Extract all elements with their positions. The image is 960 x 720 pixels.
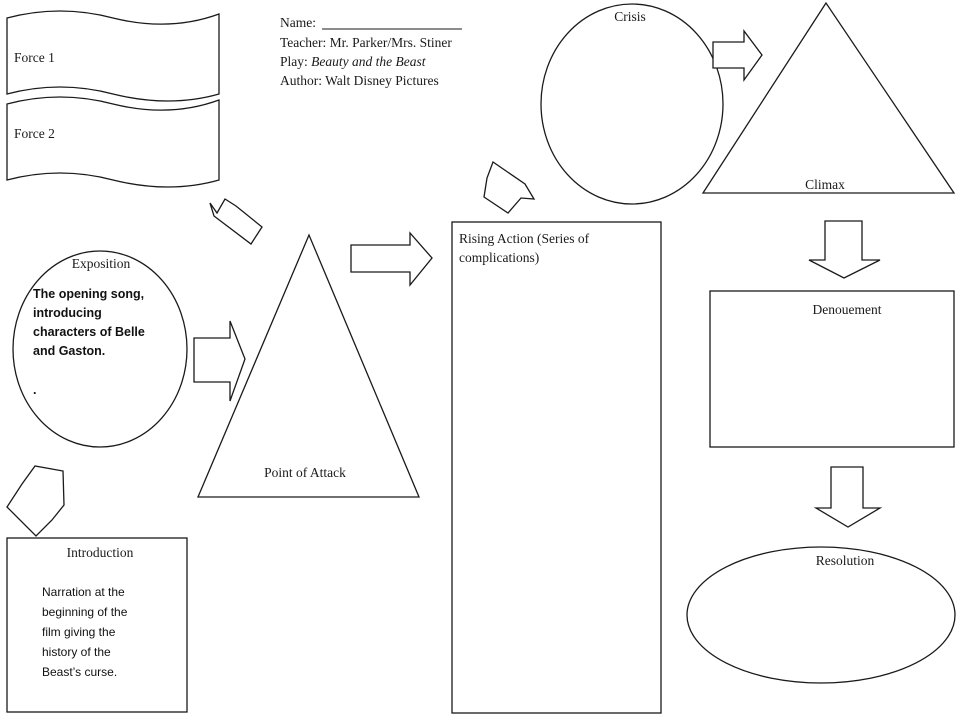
- resolution-label: Resolution: [816, 553, 875, 568]
- introduction-text-line: Beast’s curse.: [42, 665, 117, 679]
- teacher-line: Teacher: Mr. Parker/Mrs. Stiner: [280, 35, 452, 50]
- force-2-label: Force 2: [14, 126, 55, 141]
- denouement-label: Denouement: [813, 302, 882, 317]
- rising-action-box: Rising Action (Series of complications): [451, 221, 662, 714]
- rising-action-label-line: complications): [459, 250, 539, 265]
- introduction-label: Introduction: [67, 545, 134, 560]
- rising-action-label-line: Rising Action (Series of: [459, 231, 590, 246]
- climax-label: Climax: [805, 177, 845, 192]
- arrow-right-icon: [350, 231, 433, 287]
- introduction-text-line: beginning of the: [42, 605, 128, 619]
- crisis-label: Crisis: [614, 9, 646, 24]
- name-label: Name:: [280, 15, 316, 30]
- arrow-up-left-icon: [209, 198, 263, 245]
- point-of-attack-node: Point of Attack: [197, 233, 420, 498]
- crisis-node: Crisis: [540, 3, 724, 205]
- play-line: Play: Beauty and the Beast: [280, 54, 427, 69]
- exposition-text-line: introducing: [33, 306, 102, 320]
- exposition-label: Exposition: [72, 256, 131, 271]
- exposition-text-line: The opening song,: [33, 287, 144, 301]
- arrow-up-right-icon: [483, 160, 536, 214]
- arrow-down-icon: [808, 220, 881, 279]
- author-line: Author: Walt Disney Pictures: [280, 73, 439, 88]
- arrow-up-right-icon: [6, 465, 65, 537]
- header-info: Name: Teacher: Mr. Parker/Mrs. Stiner Pl…: [280, 15, 462, 88]
- arrow-right-icon: [193, 320, 246, 402]
- climax-node: Climax: [701, 1, 956, 194]
- exposition-text-line: characters of Belle: [33, 325, 145, 339]
- arrow-down-icon: [813, 466, 883, 528]
- denouement-box: Denouement: [709, 290, 955, 448]
- force-2-scroll: Force 2: [6, 96, 220, 188]
- force-1-scroll: Force 1: [6, 10, 220, 102]
- exposition-node: Exposition The opening song, introducing…: [12, 250, 188, 448]
- point-of-attack-label: Point of Attack: [264, 465, 346, 480]
- resolution-node: Resolution: [686, 546, 956, 684]
- exposition-text-extra: .: [33, 383, 36, 397]
- force-1-label: Force 1: [14, 50, 55, 65]
- introduction-text-line: Narration at the: [42, 585, 125, 599]
- arrow-right-icon: [712, 29, 763, 83]
- introduction-box: Introduction Narration at the beginning …: [6, 537, 188, 713]
- exposition-text-line: and Gaston.: [33, 344, 105, 358]
- introduction-text-line: history of the: [42, 645, 111, 659]
- introduction-text-line: film giving the: [42, 625, 116, 639]
